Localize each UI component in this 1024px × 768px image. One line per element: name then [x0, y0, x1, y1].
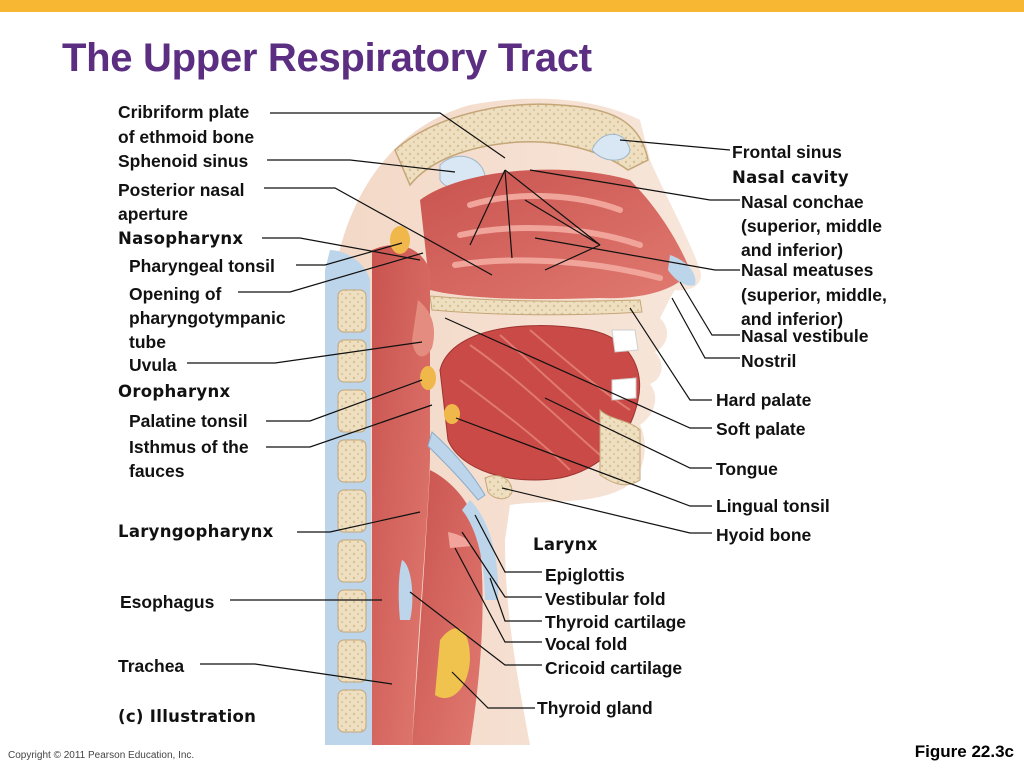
label-hard-palate: Hard palate [716, 390, 812, 410]
hyoid-bone-shape [484, 475, 513, 500]
leader-lines [187, 112, 740, 709]
hard-palate-shape [429, 295, 643, 316]
label-illustration: (c) Illustration [118, 707, 257, 726]
accent-bar [0, 0, 1024, 12]
conchae-leaders [469, 169, 601, 271]
label-sphenoid-sinus: Sphenoid sinus [118, 151, 249, 171]
palatine-tonsil-shape [420, 366, 436, 390]
label-nasopharynx: Nasopharynx [118, 229, 244, 248]
label-nasal-meatuses-2: (superior, middle, [741, 285, 887, 305]
copyright-text: Copyright © 2011 Pearson Education, Inc. [8, 750, 195, 761]
label-vocal-fold: Vocal fold [545, 634, 628, 654]
label-thyroid-gland: Thyroid gland [537, 698, 653, 718]
label-nasal-meatuses-3: and inferior) [741, 309, 844, 329]
label-nostril: Nostril [741, 351, 797, 371]
label-cribriform-plate-1: Cribriform plate [118, 102, 250, 122]
label-posterior-nasal-aperture-2: aperture [118, 204, 189, 224]
label-opening-2: pharyngotympanic [129, 308, 286, 328]
pharyngeal-tonsil-shape [390, 226, 410, 254]
label-epiglottis: Epiglottis [545, 565, 625, 585]
cranial-bone [394, 103, 649, 187]
tongue-shape [439, 325, 641, 481]
label-vestibular-fold: Vestibular fold [545, 589, 666, 609]
figure-number: Figure 22.3c [914, 742, 1014, 761]
label-tongue: Tongue [716, 459, 778, 479]
label-nasal-vestibule: Nasal vestibule [741, 326, 869, 346]
label-isthmus-1: Isthmus of the [129, 437, 249, 457]
label-esophagus: Esophagus [120, 592, 215, 612]
label-lingual-tonsil: Lingual tonsil [716, 496, 830, 516]
mandible-shape [599, 408, 641, 486]
label-pharyngeal-tonsil: Pharyngeal tonsil [129, 256, 275, 276]
vocal-fold-shape [448, 532, 472, 548]
label-hyoid-bone: Hyoid bone [716, 525, 812, 545]
cricoid-cartilage-shape [398, 560, 413, 620]
page-title: The Upper Respiratory Tract [62, 36, 592, 80]
nasal-conchae-shape [452, 192, 663, 281]
label-nasal-conchae-1: Nasal conchae [741, 192, 864, 212]
label-cricoid-cartilage: Cricoid cartilage [545, 658, 683, 678]
label-nasal-meatuses-1: Nasal meatuses [741, 260, 874, 280]
pharynx-shape [372, 245, 430, 746]
label-nasal-cavity: Nasal cavity [732, 168, 849, 187]
label-nasal-conchae-3: and inferior) [741, 240, 844, 260]
label-opening-3: tube [129, 332, 166, 352]
thyroid-cartilage-shape [462, 500, 499, 600]
epiglottis-shape [427, 431, 486, 501]
label-posterior-nasal-aperture-1: Posterior nasal [118, 180, 245, 200]
label-trachea: Trachea [118, 656, 185, 676]
label-opening-1: Opening of [129, 284, 222, 304]
label-palatine-tonsil: Palatine tonsil [129, 411, 248, 431]
label-laryngopharynx: Laryngopharynx [118, 522, 274, 541]
frontal-sinus-shape [591, 133, 631, 161]
vertebral-column [325, 250, 372, 745]
label-thyroid-cartilage: Thyroid cartilage [545, 612, 687, 632]
lingual-tonsil-shape [444, 404, 460, 424]
label-nasal-conchae-2: (superior, middle [741, 216, 882, 236]
label-uvula: Uvula [129, 355, 177, 375]
label-oropharynx: Oropharynx [118, 382, 231, 401]
label-isthmus-2: fauces [129, 461, 185, 481]
label-cribriform-plate-2: of ethmoid bone [118, 127, 255, 147]
label-soft-palate: Soft palate [716, 419, 806, 439]
label-frontal-sinus: Frontal sinus [732, 142, 842, 162]
tongue-fibers [459, 329, 631, 471]
label-larynx: Larynx [533, 535, 598, 554]
